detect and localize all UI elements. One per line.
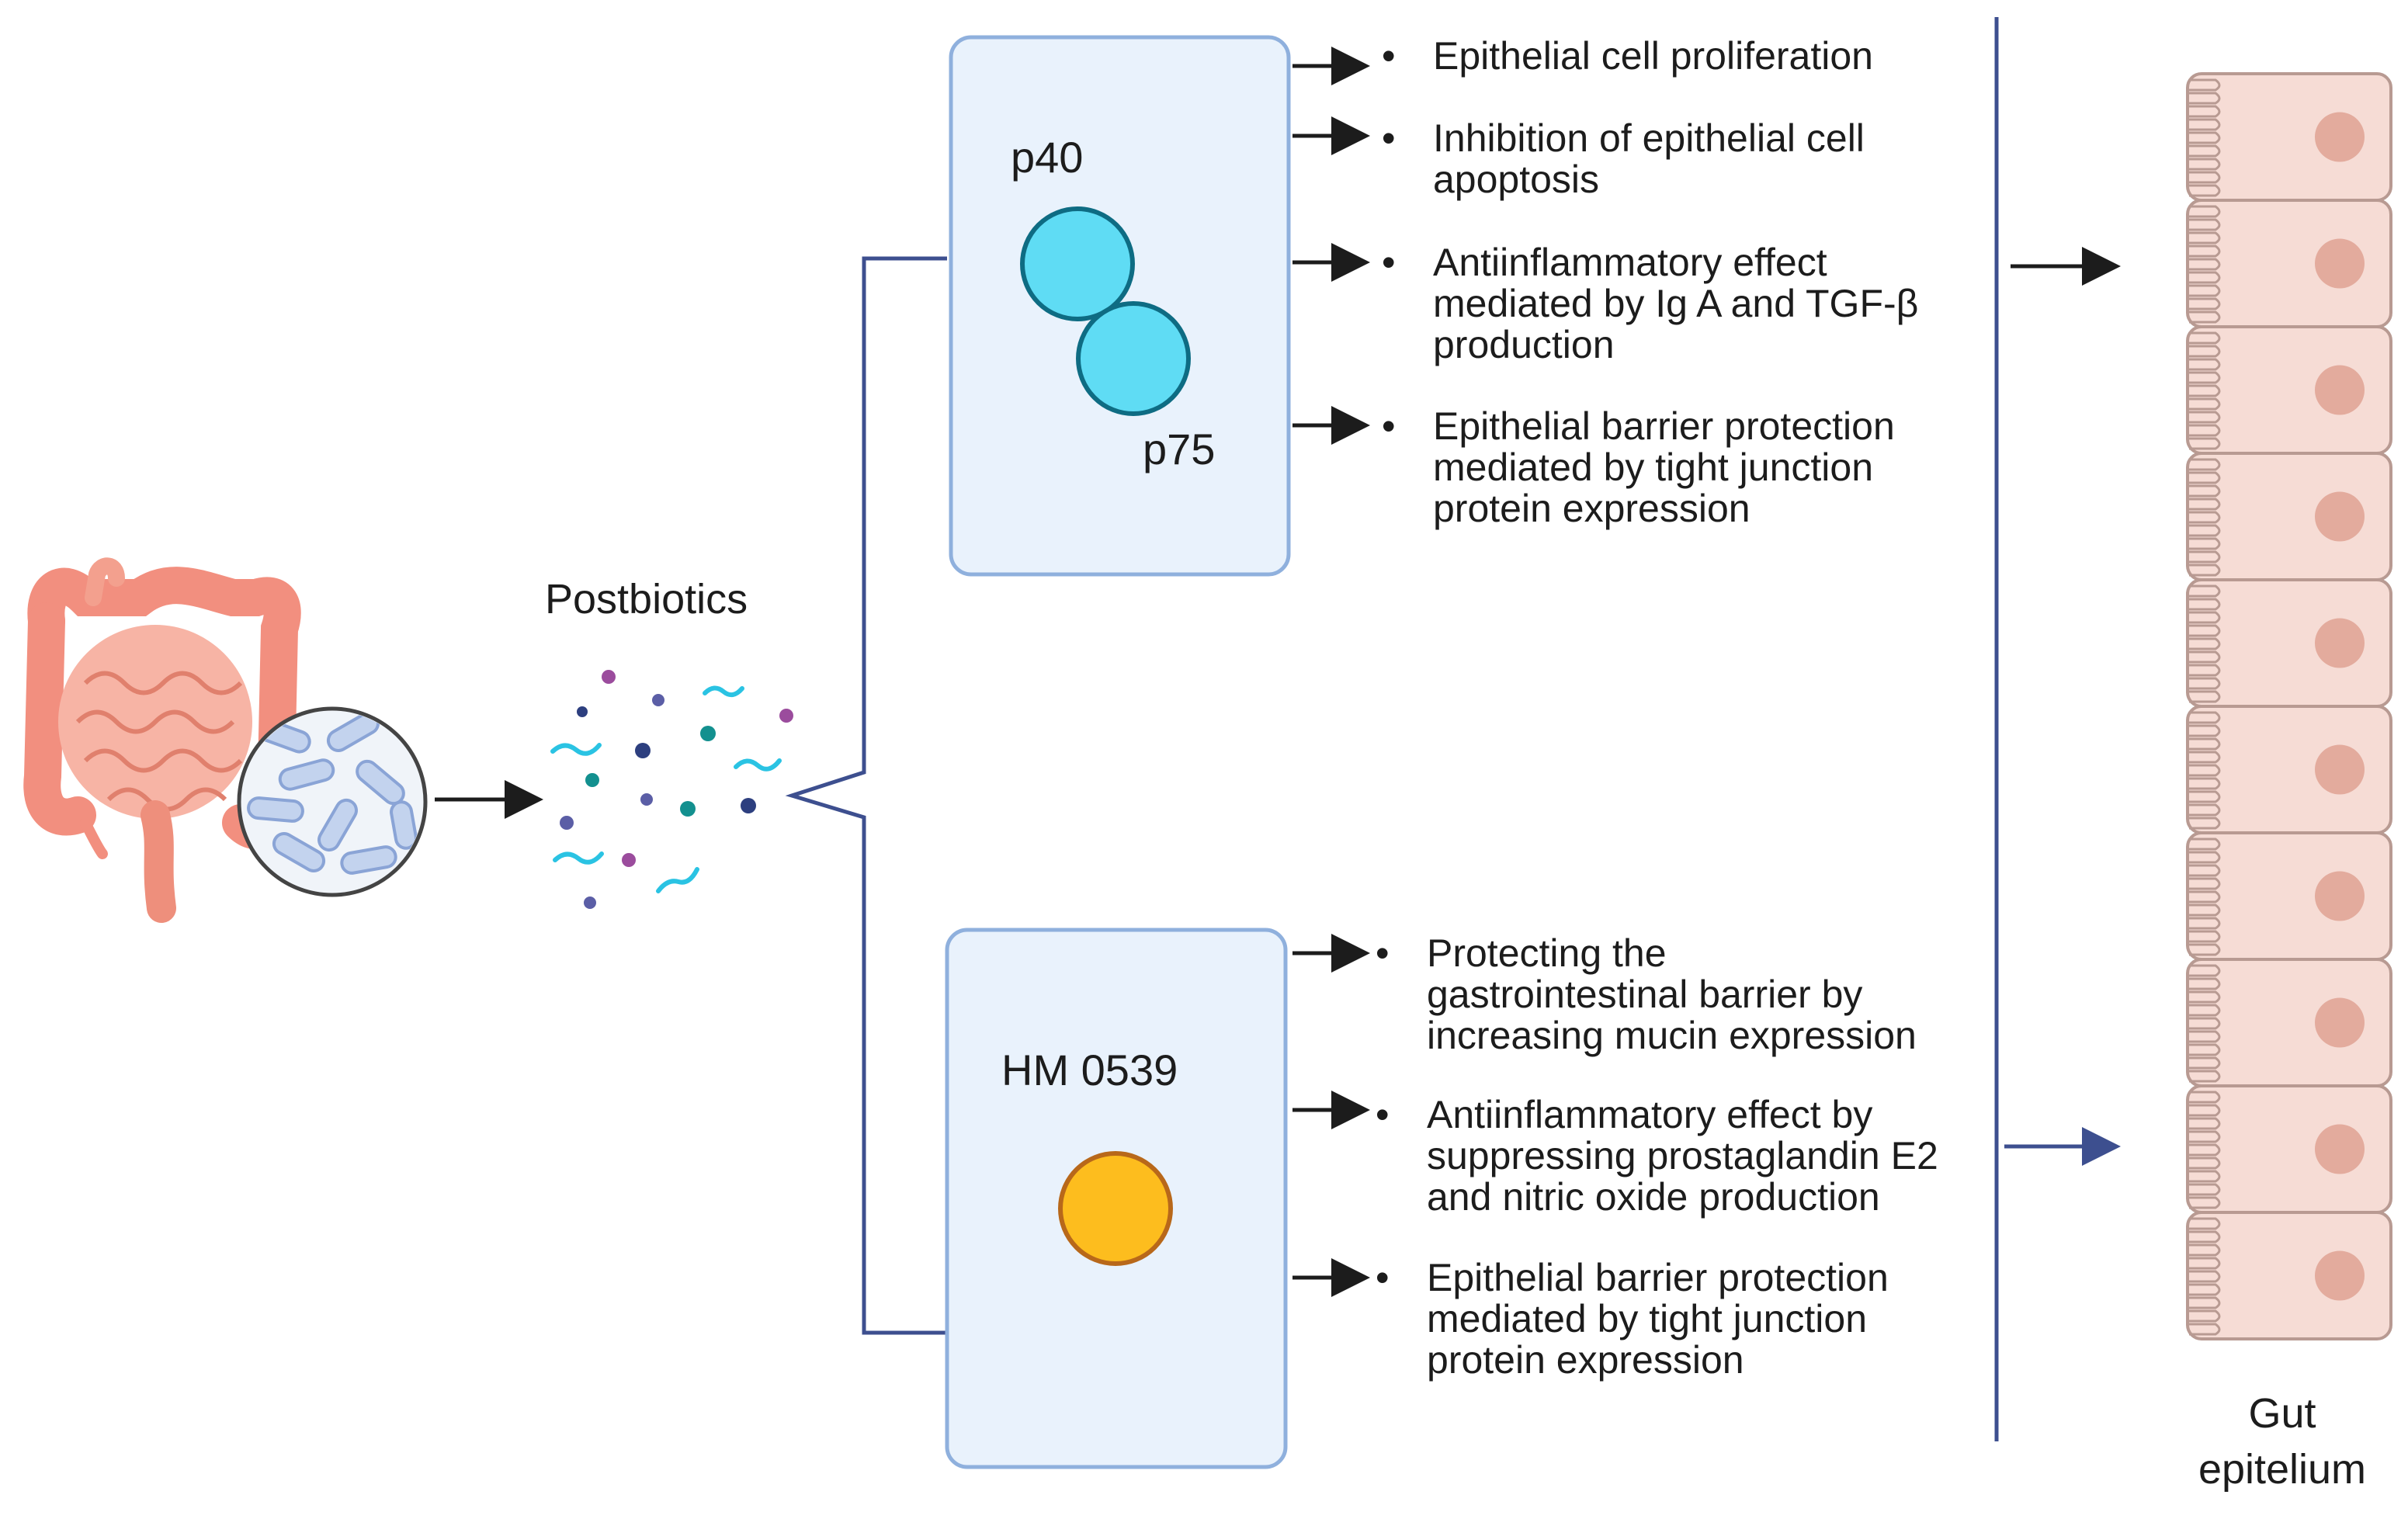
nucleus-icon <box>2315 365 2365 415</box>
gut-cell <box>2186 831 2392 961</box>
gut-epithelium-icon <box>2186 72 2392 1340</box>
bracket-connector <box>785 256 947 1335</box>
gut-cell <box>2186 705 2392 834</box>
gut-cell <box>2186 1084 2392 1214</box>
gut-cell <box>2186 958 2392 1087</box>
bottom-effect-item: Antiinflammatory effect by suppressing p… <box>1376 1094 1938 1218</box>
postbiotics-label: Postbiotics <box>545 576 748 623</box>
gut-cell <box>2186 1211 2392 1340</box>
top-effect-item: Epithelial barrier protection mediated b… <box>1382 406 1895 529</box>
nucleus-icon <box>2315 1250 2365 1301</box>
hm0539-label: HM 0539 <box>1001 1046 1178 1094</box>
bottom-effect-item: Epithelial barrier protection mediated b… <box>1376 1257 1889 1381</box>
effect-arrows <box>1292 47 1370 1297</box>
nucleus-icon <box>2315 1124 2365 1174</box>
nucleus-icon <box>2315 112 2365 162</box>
p75-protein-icon <box>1076 301 1191 416</box>
bottom-effect-item: Protecting the gastrointestinal barrier … <box>1376 933 1917 1056</box>
postbiotic-molecules-icon <box>550 670 793 909</box>
nucleus-icon <box>2315 744 2365 795</box>
hm0539-protein-icon <box>1058 1151 1173 1266</box>
p40-label: p40 <box>1011 133 1084 182</box>
top-effect-item: Epithelial cell proliferation <box>1382 36 1873 78</box>
top-effect-item: Antiinflammatory effect mediated by Ig A… <box>1382 242 1918 366</box>
top-effect-item: Inhibition of epithelial cell apoptosis <box>1382 118 1865 200</box>
p75-label: p75 <box>1143 425 1216 473</box>
gut-epithelium-label: Gut epitelium <box>2198 1390 2367 1493</box>
nucleus-icon <box>2315 871 2365 921</box>
nucleus-icon <box>2315 618 2365 668</box>
p40-protein-icon <box>1020 206 1135 321</box>
nucleus-icon <box>2315 491 2365 542</box>
nucleus-icon <box>2315 997 2365 1048</box>
bacteria-magnifier-icon <box>237 706 428 897</box>
nucleus-icon <box>2315 238 2365 289</box>
